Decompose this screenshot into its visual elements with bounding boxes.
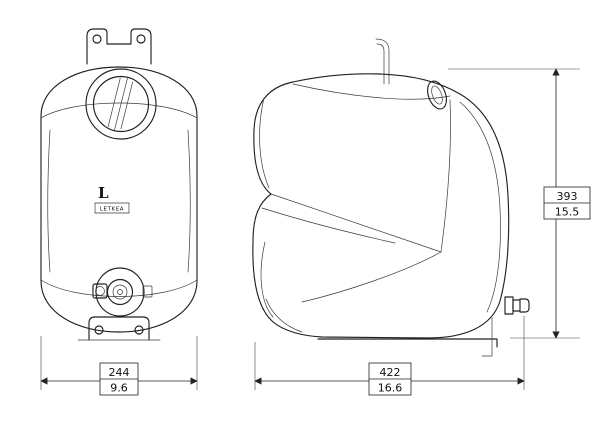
side-nub bbox=[142, 285, 153, 298]
contour-line bbox=[261, 207, 396, 244]
contour-line bbox=[47, 129, 51, 273]
brand-label-box bbox=[94, 202, 130, 214]
tank-outline-side bbox=[252, 73, 510, 339]
contour-line bbox=[292, 83, 451, 100]
drain-spigot-icon bbox=[504, 296, 530, 315]
contour-line bbox=[459, 101, 501, 313]
bracket-hole bbox=[94, 325, 104, 335]
mounting-flange-icon bbox=[317, 317, 498, 357]
dim-height-mm: 393 bbox=[557, 190, 578, 203]
vent-tube-icon bbox=[375, 38, 390, 85]
contour-line bbox=[270, 193, 442, 253]
contour-line bbox=[187, 129, 191, 273]
brand-label: LETKEA bbox=[100, 207, 124, 213]
contour-line bbox=[265, 298, 303, 333]
side-view bbox=[252, 38, 530, 357]
brand-mark: L bbox=[98, 184, 109, 202]
dim-side-width-mm: 422 bbox=[380, 366, 401, 379]
dim-front-width-in: 9.6 bbox=[110, 382, 128, 395]
brand-logo: L LETKEA bbox=[94, 184, 130, 214]
dim-height-in: 15.5 bbox=[555, 206, 580, 219]
tank-outline-front bbox=[40, 66, 198, 333]
contour-line bbox=[260, 241, 274, 318]
filler-neck-icon bbox=[427, 80, 447, 110]
filler-cap-icon bbox=[85, 68, 157, 140]
front-view: L LETKEA bbox=[40, 28, 198, 341]
drain-fitting-icon bbox=[92, 267, 153, 317]
bracket-hole bbox=[134, 325, 144, 335]
top-seam bbox=[40, 102, 198, 119]
mounting-bracket-top-icon bbox=[86, 28, 152, 65]
contour-line bbox=[301, 251, 442, 303]
bracket-hole bbox=[92, 34, 102, 44]
side-width-dimension: 422 16.6 bbox=[254, 316, 525, 396]
front-width-dimension: 244 9.6 bbox=[40, 336, 198, 396]
mounting-bracket-bottom-icon bbox=[77, 316, 161, 341]
dim-front-width-mm: 244 bbox=[109, 366, 130, 379]
contour-line bbox=[440, 99, 451, 253]
height-dimension: 393 15.5 bbox=[448, 68, 591, 339]
drain-port bbox=[92, 283, 108, 299]
bottom-seam bbox=[40, 279, 198, 297]
contour-line bbox=[259, 97, 270, 189]
dim-side-width-in: 16.6 bbox=[378, 382, 403, 395]
bracket-hole bbox=[136, 34, 146, 44]
